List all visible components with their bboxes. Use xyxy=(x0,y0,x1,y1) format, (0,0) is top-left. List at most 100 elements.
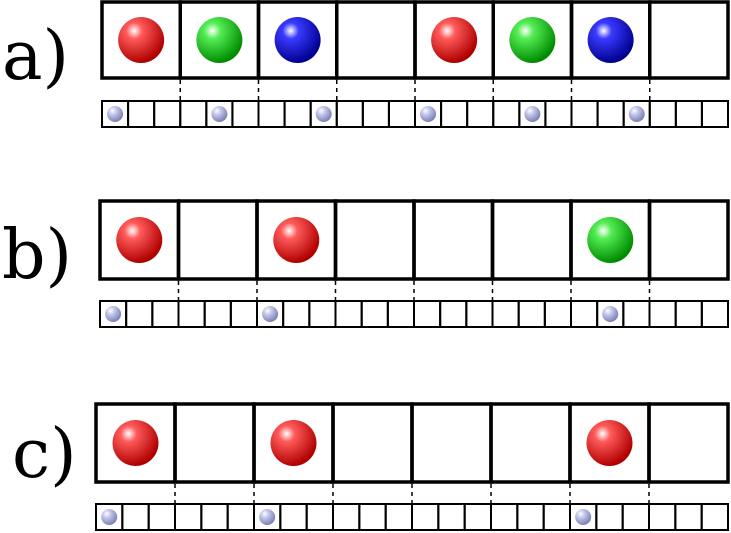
small-cell xyxy=(200,503,229,531)
red-ball xyxy=(112,420,159,466)
small-ball xyxy=(101,509,118,525)
small-cell xyxy=(177,300,206,328)
small-cell xyxy=(229,300,258,328)
small-cell xyxy=(463,503,492,531)
small-cell xyxy=(437,503,466,531)
small-cell xyxy=(151,300,180,328)
small-ball xyxy=(602,306,619,322)
large-cell xyxy=(489,402,572,484)
small-ball xyxy=(259,509,276,525)
panel-label-b: b) xyxy=(2,216,72,295)
small-cell xyxy=(700,503,730,531)
large-cell xyxy=(333,199,416,281)
panel-c xyxy=(94,402,730,531)
small-cell xyxy=(595,503,624,531)
small-cell xyxy=(465,300,494,328)
small-cell xyxy=(231,100,260,128)
small-cell xyxy=(335,100,364,128)
small-cell xyxy=(648,100,677,128)
small-cell xyxy=(125,300,154,328)
small-ball xyxy=(105,306,122,322)
small-ball xyxy=(524,106,541,122)
small-cell xyxy=(386,300,416,328)
small-cell xyxy=(361,100,390,128)
red-ball xyxy=(431,17,478,63)
blue-ball xyxy=(587,17,634,63)
small-cell xyxy=(283,100,312,128)
small-cell xyxy=(411,503,440,531)
small-cell xyxy=(542,503,572,531)
small-cell xyxy=(121,503,150,531)
small-cell xyxy=(358,503,387,531)
small-cell xyxy=(596,100,625,128)
small-cell xyxy=(622,300,651,328)
green-ball xyxy=(587,217,634,263)
small-cell xyxy=(334,300,363,328)
large-cell xyxy=(412,199,495,281)
small-cell xyxy=(257,100,286,128)
small-cell xyxy=(413,300,442,328)
small-cell xyxy=(384,503,413,531)
small-cell xyxy=(226,503,256,531)
small-cell xyxy=(466,100,495,128)
small-cell xyxy=(387,100,416,128)
panel-label-c: c) xyxy=(12,415,77,494)
small-cell xyxy=(516,503,545,531)
blue-ball xyxy=(274,17,321,63)
large-cell xyxy=(647,199,730,281)
small-cell xyxy=(543,300,572,328)
small-cell xyxy=(570,300,599,328)
small-cell xyxy=(544,100,573,128)
large-cell xyxy=(490,199,573,281)
panel-label-a: a) xyxy=(2,17,69,96)
small-cell xyxy=(305,503,334,531)
red-ball xyxy=(273,217,320,263)
small-cell xyxy=(308,300,337,328)
green-ball xyxy=(196,17,243,63)
small-cell xyxy=(332,503,361,531)
small-ball xyxy=(262,306,279,322)
small-cell xyxy=(127,100,156,128)
red-ball xyxy=(116,217,163,263)
small-cell xyxy=(700,300,729,328)
small-cell xyxy=(491,300,520,328)
small-cell xyxy=(439,300,468,328)
small-cell xyxy=(674,300,703,328)
small-ball xyxy=(211,106,228,122)
small-ball xyxy=(420,106,437,122)
large-cell xyxy=(176,199,259,281)
small-ball xyxy=(575,509,592,525)
small-cell xyxy=(147,503,177,531)
small-ball xyxy=(628,106,645,122)
red-ball xyxy=(270,420,317,466)
small-cell xyxy=(700,100,730,128)
small-cell xyxy=(174,503,203,531)
red-ball xyxy=(586,420,633,466)
small-cell xyxy=(440,100,469,128)
green-ball xyxy=(509,17,556,63)
small-ball xyxy=(107,106,124,122)
small-cell xyxy=(517,300,546,328)
small-cell xyxy=(674,503,703,531)
small-cell xyxy=(648,503,677,531)
small-cell xyxy=(279,503,308,531)
small-cell xyxy=(648,300,677,328)
red-ball xyxy=(118,17,165,63)
large-cell xyxy=(173,402,256,484)
large-cell xyxy=(648,0,730,80)
small-cell xyxy=(621,503,651,531)
small-ball xyxy=(315,106,332,122)
large-cell xyxy=(647,402,730,484)
small-cell xyxy=(203,300,232,328)
large-cell xyxy=(331,402,414,484)
large-cell xyxy=(335,0,417,80)
panel-a xyxy=(100,0,730,128)
small-cell xyxy=(153,100,182,128)
small-cell xyxy=(179,100,208,128)
small-cell xyxy=(282,300,311,328)
large-cell xyxy=(410,402,493,484)
small-cell xyxy=(360,300,389,328)
panel-b xyxy=(98,199,730,328)
small-cell xyxy=(570,100,599,128)
